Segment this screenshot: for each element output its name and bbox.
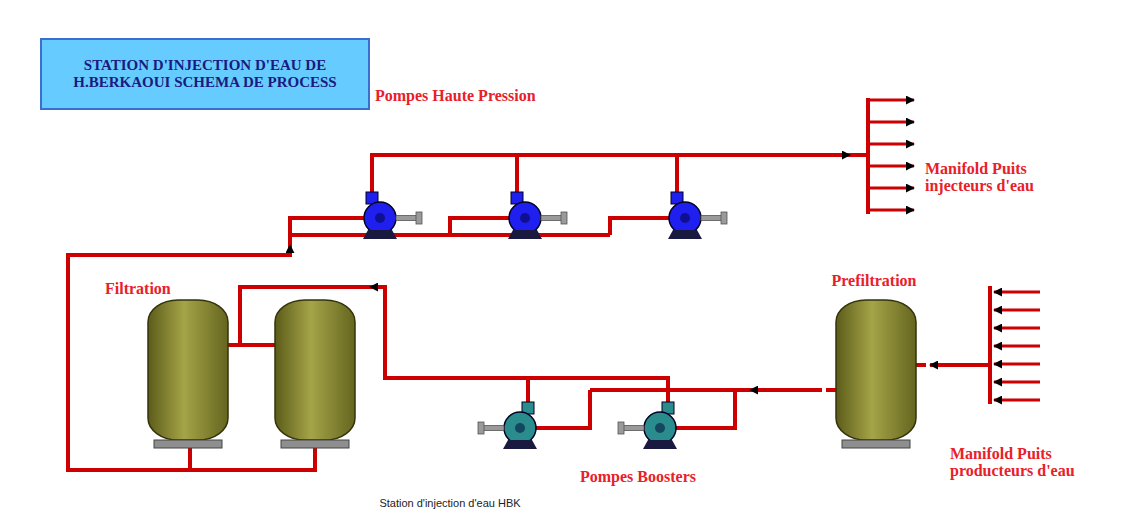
- pumps: [363, 192, 727, 449]
- pipe-connector: [370, 287, 470, 378]
- pipe-connector: [930, 363, 945, 367]
- title-box: STATION D'INJECTION D'EAU DE H.BERKAOUI …: [40, 38, 370, 110]
- piping: [100, 98, 990, 470]
- caption-box: Station d'injection d'eau HBK: [300, 496, 600, 514]
- pipe-connector: [830, 153, 850, 157]
- caption-text: Station d'injection d'eau HBK: [300, 496, 600, 510]
- equipment-label: Prefiltration: [822, 272, 926, 289]
- vessels: [148, 300, 916, 448]
- equipment-label: Filtration: [105, 280, 171, 297]
- pipe-connector: [68, 245, 290, 470]
- title-text: STATION D'INJECTION D'EAU DE H.BERKAOUI …: [55, 57, 355, 91]
- booster-pumps: Pompes Boosters: [470, 370, 750, 495]
- prefilter-vessel: Prefiltration: [822, 272, 930, 450]
- equipment-label: Pompes Haute Pression: [375, 87, 536, 104]
- filter-vessels: Filtration: [100, 279, 370, 475]
- equipment-label: Manifold Puits producteurs d'eau: [950, 445, 1100, 479]
- pipe-connector: [750, 388, 822, 392]
- equipment-label: Pompes Boosters: [580, 468, 696, 485]
- equipment-label: Manifold Puits injecteurs d'eau: [925, 160, 1075, 194]
- well-manifold: Manifold Puits producteurs d'eau: [945, 280, 1140, 485]
- injector-manifold: Manifold Puits injecteurs d'eau: [850, 92, 1140, 217]
